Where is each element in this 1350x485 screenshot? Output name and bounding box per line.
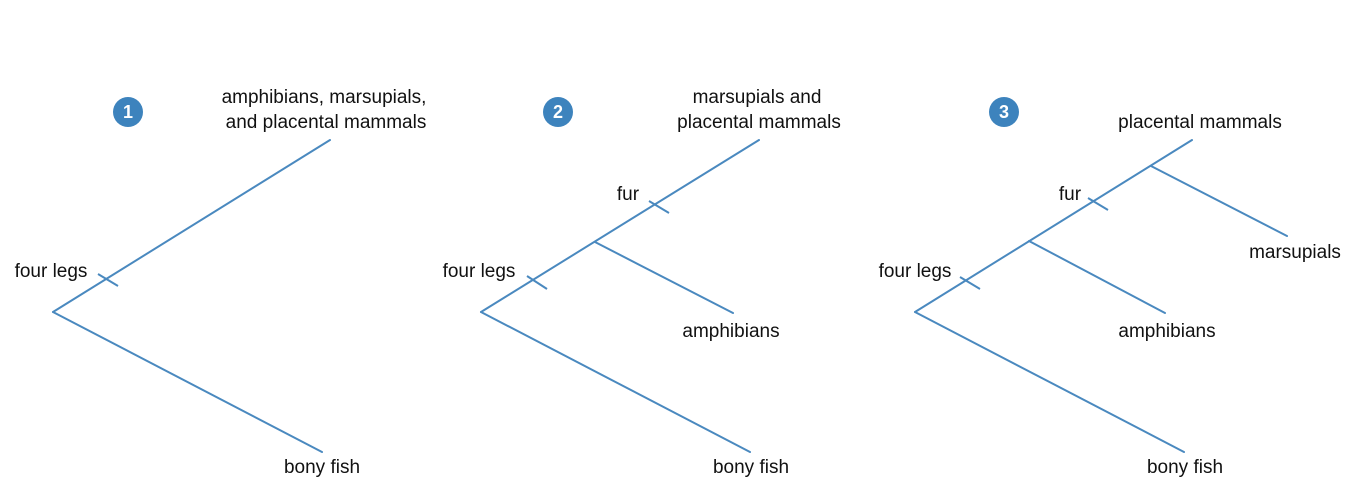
- tree-3-amphibians-label: amphibians: [1118, 321, 1215, 342]
- tree-2-four-legs-label: four legs: [443, 261, 516, 282]
- tree-3-four-legs-tick: [959, 276, 981, 290]
- tree-3-fur-tick: [1087, 197, 1109, 211]
- tree-3-bony-fish-label: bony fish: [1147, 457, 1223, 478]
- tree-3-badge-circle: [989, 97, 1019, 127]
- tree-1-bony-fish-label: bony fish: [284, 457, 360, 478]
- tree-1-four-legs-label: four legs: [15, 261, 88, 282]
- tree-2-top-label-line2: placental mammals: [677, 112, 841, 133]
- tree-2-number: 2: [553, 102, 563, 122]
- tree-3-marsupials-branch: [1150, 165, 1288, 237]
- tree-3-number: 3: [999, 102, 1009, 122]
- tree-1-top-label-line1: amphibians, marsupials,: [222, 87, 427, 108]
- tree-2-upper-branch: [480, 139, 760, 313]
- tree-3-marsupials-label: marsupials: [1249, 242, 1341, 263]
- tree-2-top-label-line1: marsupials and: [693, 87, 822, 108]
- cladogram-2: 2 marsupials and placental mammals fur f…: [443, 87, 841, 478]
- tree-2-badge: 2: [543, 97, 573, 127]
- tree-1-badge: 1: [113, 97, 143, 127]
- cladogram-1: 1 amphibians, marsupials, and placental …: [15, 87, 427, 478]
- tree-2-fur-tick: [648, 200, 670, 214]
- tree-3-fur-label: fur: [1059, 184, 1082, 205]
- tree-1-lower-branch: [52, 311, 323, 453]
- tree-3-amphibians-branch: [1028, 240, 1166, 314]
- tree-3-four-legs-label: four legs: [879, 261, 952, 282]
- tree-1-upper-branch: [52, 139, 331, 313]
- tree-1-four-legs-tick: [97, 273, 119, 287]
- tree-2-four-legs-tick: [526, 275, 548, 290]
- tree-1-badge-circle: [113, 97, 143, 127]
- tree-3-upper-branch: [914, 139, 1193, 313]
- tree-1-top-label-line2: and placental mammals: [226, 112, 427, 133]
- tree-3-badge: 3: [989, 97, 1019, 127]
- tree-2-badge-circle: [543, 97, 573, 127]
- tree-3-top-label: placental mammals: [1118, 112, 1282, 133]
- tree-2-bony-fish-label: bony fish: [713, 457, 789, 478]
- tree-3-lower-branch: [914, 311, 1185, 453]
- tree-2-amphibians-branch: [594, 241, 734, 314]
- tree-2-fur-label: fur: [617, 184, 640, 205]
- tree-2-lower-branch: [480, 311, 751, 453]
- tree-2-amphibians-label: amphibians: [682, 321, 779, 342]
- tree-1-number: 1: [123, 102, 133, 122]
- cladogram-3: 3 placental mammals fur marsupials four …: [879, 97, 1341, 478]
